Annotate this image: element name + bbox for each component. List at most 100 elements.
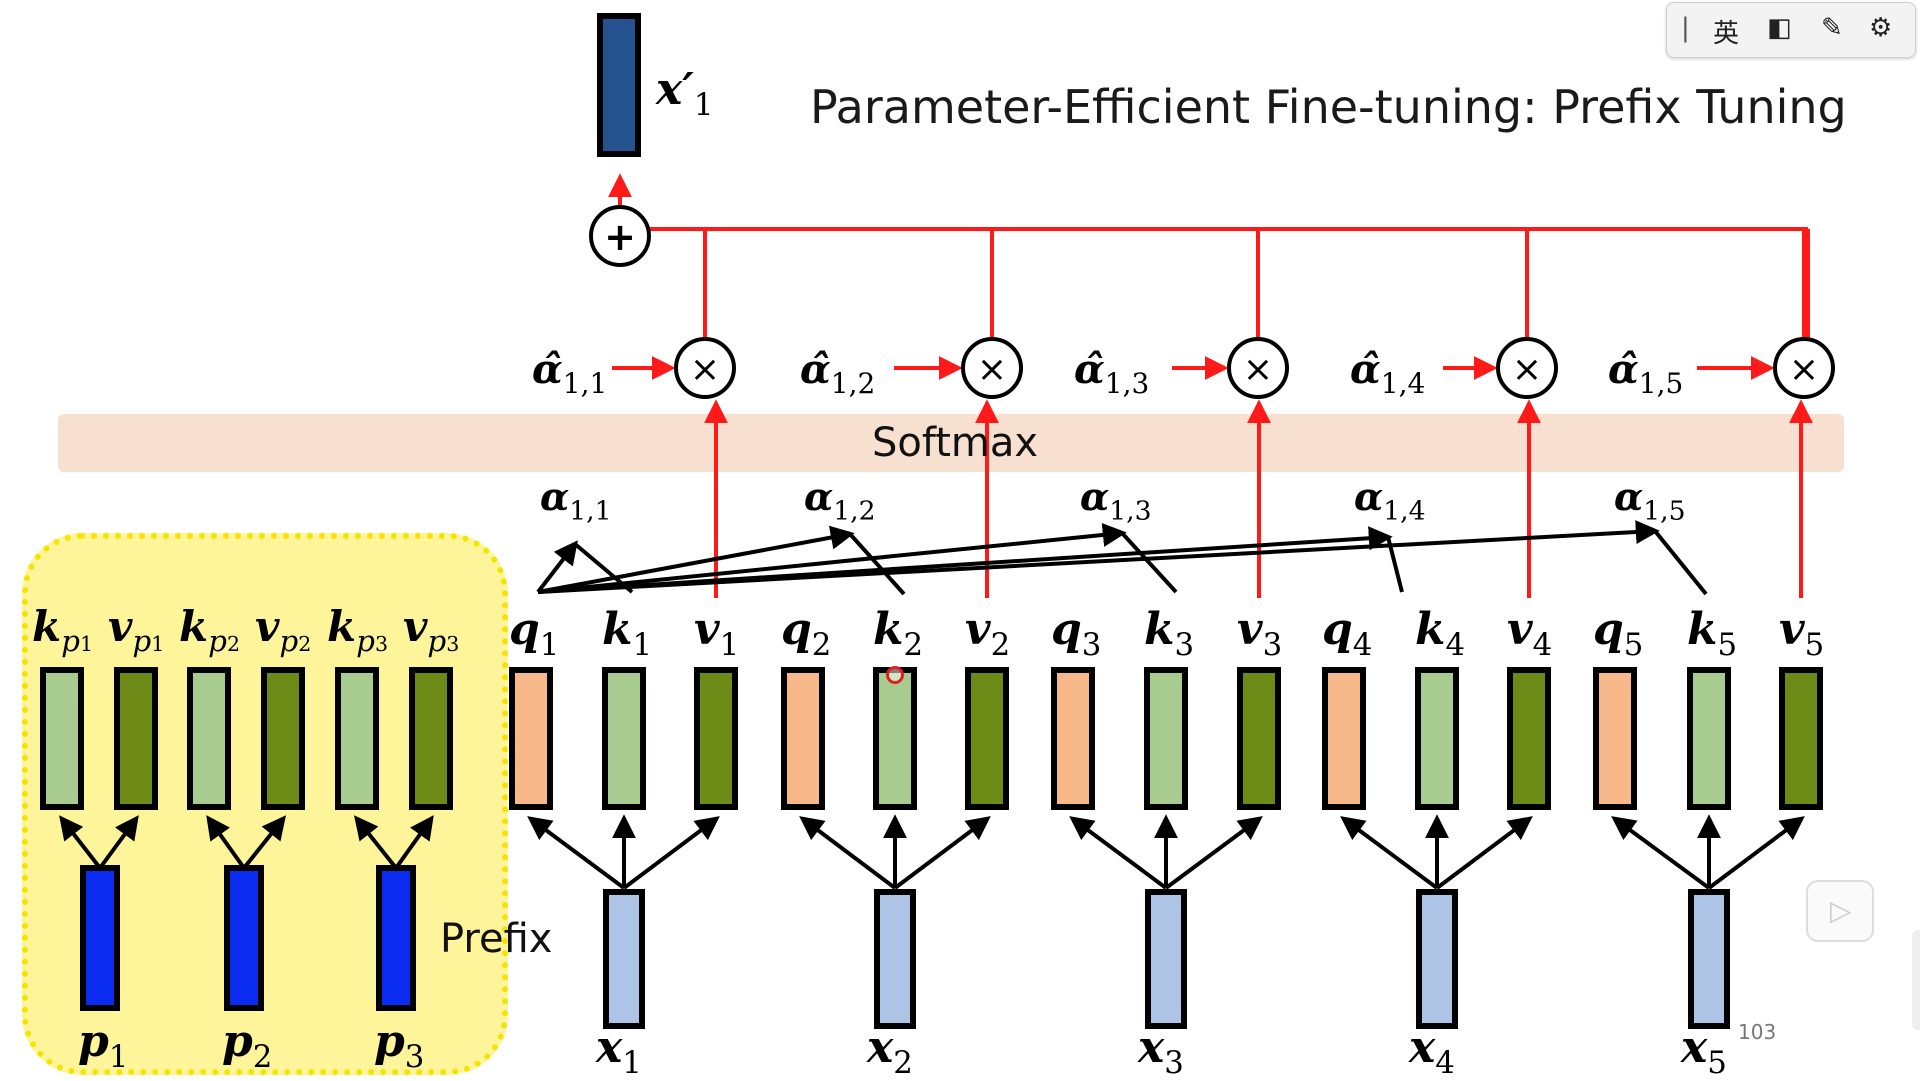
multiply-node-4 <box>1496 337 1558 399</box>
alpha-label-4-base: α <box>1354 474 1384 519</box>
key-attention-line-1 <box>573 542 634 594</box>
prefix-p-label-1-base: p <box>78 1016 109 1067</box>
alpha-label-1-base: α <box>540 474 570 519</box>
v-vector-3 <box>1237 667 1281 810</box>
plus-node <box>589 205 651 267</box>
prefix-k-sub-num-1: 1 <box>79 632 94 657</box>
settings-icon[interactable]: ⚙ <box>1869 13 1893 43</box>
side-tab[interactable] <box>1912 930 1920 1030</box>
k-label-1-base: k <box>602 604 633 655</box>
prefix-v-sub-num-3: 3 <box>446 632 460 657</box>
q-vector-5 <box>1593 667 1637 810</box>
v-label-4-base: v <box>1507 604 1533 655</box>
alpha-label-3-base: α <box>1080 474 1110 519</box>
x-label-4: x4 <box>1409 1022 1455 1081</box>
v-label-3: v3 <box>1237 604 1282 663</box>
q-label-2-base: q <box>781 604 812 655</box>
alpha-label-2-sub: 1,2 <box>833 495 876 527</box>
alpha-label-5-sub: 1,5 <box>1643 495 1686 527</box>
q-label-1: q1 <box>509 604 559 663</box>
multiply-node-5 <box>1773 337 1835 399</box>
prefix-p-label-1-sub: 1 <box>108 1038 129 1075</box>
k-label-3-base: k <box>1144 604 1175 655</box>
prefix-v-label-2: vp2 <box>255 602 311 658</box>
prefix-to-key-arrow-1 <box>59 815 102 870</box>
prefix-key-vector-3 <box>335 667 379 810</box>
alpha-label-5-base: α <box>1614 474 1644 519</box>
alpha-hat-label-3: α̂1,3 <box>1074 346 1149 400</box>
play-button[interactable]: ▷ <box>1806 880 1874 942</box>
alpha-hat-label-4-base: α̂ <box>1350 346 1381 393</box>
input-method-toolbar: | 英 ◧ ✎ ⚙ <box>1666 2 1916 58</box>
language-toggle-button[interactable]: 英 <box>1713 19 1740 49</box>
alpha-label-2-base: α <box>804 474 834 519</box>
x-label-4-sub: 4 <box>1435 1044 1455 1081</box>
toolbar-divider: | <box>1681 13 1690 43</box>
softmax-label: Softmax <box>872 420 1039 466</box>
x-label-3-sub: 3 <box>1164 1044 1184 1081</box>
prefix-k-sub-p-1: p <box>61 624 80 659</box>
k-label-1: k1 <box>602 604 652 663</box>
q-label-1-sub: 1 <box>539 626 560 663</box>
q-vector-1 <box>509 667 553 810</box>
prefix-k-label-3-base: k <box>327 602 357 651</box>
prefix-p-label-1: p1 <box>78 1016 128 1075</box>
prefix-param-vector-2 <box>224 865 264 1011</box>
panel-toggle-icon[interactable]: ◧ <box>1767 13 1792 43</box>
prefix-v-label-1: vp1 <box>108 602 164 658</box>
prefix-label: Prefix <box>440 916 553 962</box>
prefix-k-sub-1: p1 <box>61 624 93 658</box>
prefix-v-label-3: vp3 <box>403 602 459 658</box>
k-label-5-sub: 5 <box>1717 626 1738 663</box>
prefix-to-value-arrow-1 <box>98 815 139 870</box>
alpha-label-2: α1,2 <box>804 474 876 526</box>
q-vector-4 <box>1322 667 1366 810</box>
prefix-v-sub-p-3: p <box>427 624 447 659</box>
v-label-1: v1 <box>694 604 739 663</box>
alpha-hat-label-1-sub: 1,1 <box>562 366 608 400</box>
softmax-band <box>58 414 1844 472</box>
prefix-k-label-1: kp1 <box>32 602 93 658</box>
k-vector-4 <box>1415 667 1459 810</box>
x-label-5-base: x <box>1681 1022 1708 1073</box>
prefix-k-sub-3: p3 <box>356 624 388 658</box>
alpha-label-1: α1,1 <box>540 474 612 526</box>
edit-icon[interactable]: ✎ <box>1821 13 1843 43</box>
input-to-v-arrow-1 <box>622 816 720 890</box>
prefix-k-label-2-base: k <box>179 602 209 651</box>
x-label-4-base: x <box>1409 1022 1436 1073</box>
q-label-4-sub: 4 <box>1352 626 1373 663</box>
multiply-symbol-4: × <box>1512 349 1542 390</box>
input-vector-4 <box>1416 889 1458 1029</box>
alpha-hat-label-3-sub: 1,3 <box>1104 366 1150 400</box>
prefix-v-label-2-base: v <box>255 602 280 651</box>
prefix-v-sub-3: p3 <box>427 624 459 658</box>
prefix-to-key-arrow-2 <box>206 815 246 870</box>
prefix-p-label-2: p2 <box>222 1016 272 1075</box>
prefix-key-vector-1 <box>40 667 84 810</box>
x-label-1-sub: 1 <box>622 1044 642 1081</box>
prefix-p-label-3-base: p <box>374 1016 405 1067</box>
multiply-node-1 <box>674 337 736 399</box>
q-vector-2 <box>781 667 825 810</box>
input-to-v-arrow-4 <box>1435 816 1533 890</box>
k-label-3-sub: 3 <box>1174 626 1195 663</box>
k-label-4-base: k <box>1415 604 1446 655</box>
prefix-k-label-2: kp2 <box>179 602 240 658</box>
v-label-3-sub: 3 <box>1262 626 1283 663</box>
laser-pointer <box>886 666 904 684</box>
k-label-2-sub: 2 <box>903 626 924 663</box>
input-to-v-arrow-2 <box>893 816 991 890</box>
x-label-2-sub: 2 <box>893 1044 913 1081</box>
k-vector-1 <box>602 667 646 810</box>
input-to-q-arrow-3 <box>1069 816 1168 890</box>
v-label-1-sub: 1 <box>719 626 740 663</box>
q-label-5-base: q <box>1593 604 1624 655</box>
alpha-hat-label-1: α̂1,1 <box>532 346 607 400</box>
x-label-1-base: x <box>596 1022 623 1073</box>
play-icon: ▷ <box>1830 894 1852 927</box>
q-label-2-sub: 2 <box>811 626 832 663</box>
v-label-5-base: v <box>1779 604 1805 655</box>
prefix-v-label-3-base: v <box>403 602 428 651</box>
prefix-v-sub-p-1: p <box>132 624 152 659</box>
